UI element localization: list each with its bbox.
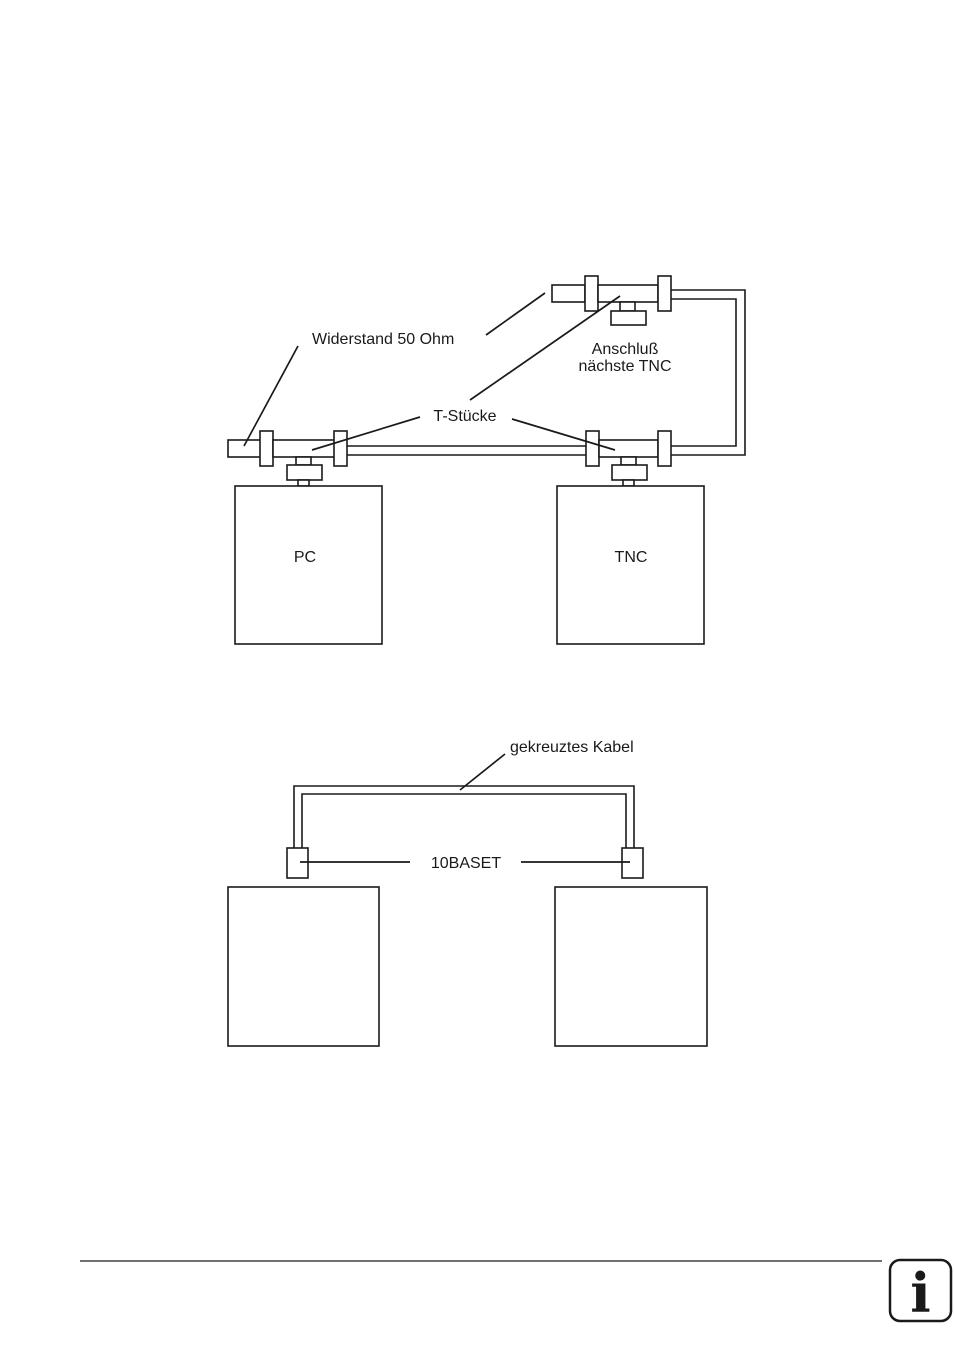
t-pieces-label: T-Stücke bbox=[433, 408, 496, 425]
leader-lines bbox=[243, 292, 621, 451]
pc-t-piece bbox=[227, 430, 348, 487]
resistor-label: Widerstand 50 Ohm bbox=[312, 331, 454, 348]
connection-label-line2: nächste TNC bbox=[578, 358, 671, 375]
right-rj45-port bbox=[621, 847, 644, 879]
left-rj45-port bbox=[286, 847, 309, 879]
cable-label: gekreuztes Kabel bbox=[510, 739, 634, 756]
tnc-box bbox=[556, 485, 705, 645]
leader-lines-2 bbox=[300, 753, 630, 863]
right-device-box bbox=[554, 886, 708, 1047]
info-icon: i bbox=[888, 1258, 953, 1325]
info-icon-glyph: i bbox=[910, 1261, 931, 1325]
next-tnc-t-piece bbox=[551, 275, 672, 326]
pc-label: PC bbox=[294, 549, 316, 566]
left-device-box bbox=[227, 886, 380, 1047]
twisted-pair-diagram: gekreuztes Kabel 10BASET bbox=[227, 739, 708, 1047]
port-label: 10BASET bbox=[431, 855, 501, 872]
connection-label-line1: Anschluß bbox=[592, 341, 659, 358]
tnc-t-piece bbox=[585, 430, 672, 487]
crossed-cable bbox=[293, 785, 635, 848]
pc-box bbox=[234, 485, 383, 645]
tnc-label: TNC bbox=[615, 549, 648, 566]
coax-network-diagram: Widerstand 50 Ohm Anschluß nächste TNC T… bbox=[227, 275, 746, 645]
coax-cable bbox=[347, 289, 746, 456]
